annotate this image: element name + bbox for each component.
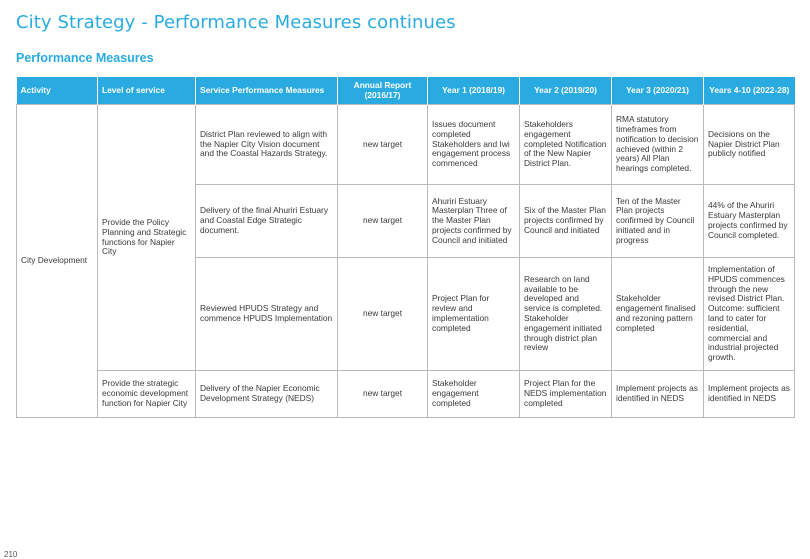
- year1-cell: Issues document completed Stakeholders a…: [427, 104, 520, 185]
- year1-cell: Project Plan for review and implementati…: [427, 257, 520, 371]
- year2-cell: Six of the Master Plan projects confirme…: [519, 184, 612, 258]
- year2-cell: Research on land available to be develop…: [519, 257, 612, 371]
- year2-cell: Project Plan for the NEDS implementation…: [519, 370, 612, 418]
- level-of-service-cell: Provide the strategic economic developme…: [97, 370, 196, 418]
- header-year-3: Year 3 (2020/21): [611, 77, 704, 105]
- header-years-4-10: Years 4-10 (2022-28): [703, 77, 795, 105]
- year1-cell: Stakeholder engagement completed: [427, 370, 520, 418]
- header-annual-report: Annual Report (2016/17): [337, 77, 428, 105]
- annual-report-cell: new target: [337, 370, 428, 418]
- header-year-2: Year 2 (2019/20): [519, 77, 612, 105]
- year3-cell: Ten of the Master Plan projects confirme…: [611, 184, 704, 258]
- level-of-service-cell: Provide the Policy Planning and Strategi…: [97, 104, 196, 371]
- header-year-1: Year 1 (2018/19): [427, 77, 520, 105]
- performance-measures-table: Activity Level of service Service Perfor…: [16, 77, 795, 418]
- header-service-performance-measures: Service Performance Measures: [195, 77, 338, 105]
- year3-cell: Implement projects as identified in NEDS: [611, 370, 704, 418]
- table-row: Delivery of the final Ahuriri Estuary an…: [17, 184, 795, 258]
- year1-cell: Ahuriri Estuary Masterplan Three of the …: [427, 184, 520, 258]
- table-row: Provide the strategic economic developme…: [17, 370, 795, 418]
- annual-report-cell: new target: [337, 104, 428, 185]
- header-activity: Activity: [16, 77, 98, 105]
- annual-report-cell: new target: [337, 257, 428, 371]
- year3-cell: Stakeholder engagement finalised and rez…: [611, 257, 704, 371]
- table-row: City Development Provide the Policy Plan…: [16, 104, 795, 418]
- measure-cell: District Plan reviewed to align with the…: [195, 104, 338, 185]
- measure-cell: Delivery of the Napier Economic Developm…: [195, 370, 338, 418]
- years4-10-cell: 44% of the Ahuriri Estuary Masterplan pr…: [703, 184, 795, 258]
- years4-10-cell: Decisions on the Napier District Plan pu…: [703, 104, 795, 185]
- years4-10-cell: Implementation of HPUDS commences throug…: [703, 257, 795, 371]
- annual-report-cell: new target: [337, 184, 428, 258]
- header-level-of-service: Level of service: [97, 77, 196, 105]
- measure-cell: Reviewed HPUDS Strategy and commence HPU…: [195, 257, 338, 371]
- year2-cell: Stakeholders engagement completed Notifi…: [519, 104, 612, 185]
- page-number: 210: [4, 550, 18, 559]
- measure-cell: Delivery of the final Ahuriri Estuary an…: [195, 184, 338, 258]
- year3-cell: RMA statutory timeframes from notificati…: [611, 104, 704, 185]
- table-header-row: Activity Level of service Service Perfor…: [16, 77, 795, 105]
- activity-cell: City Development: [16, 104, 98, 418]
- years4-10-cell: Implement projects as identified in NEDS: [703, 370, 795, 418]
- page-title: City Strategy - Performance Measures con…: [16, 12, 456, 33]
- section-title: Performance Measures: [16, 51, 154, 65]
